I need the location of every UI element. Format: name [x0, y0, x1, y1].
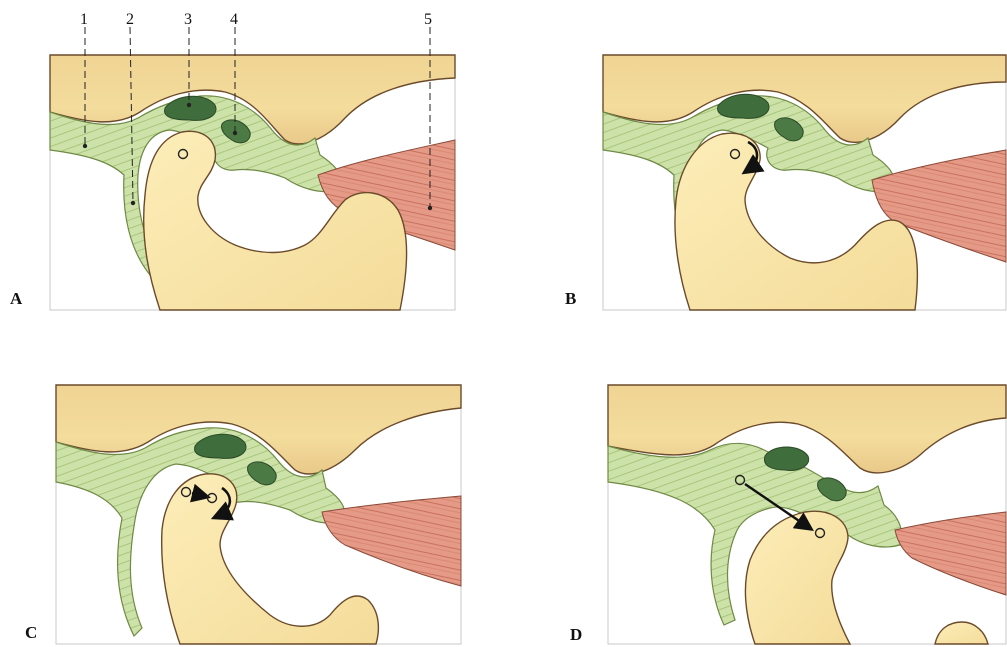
articular-disc: [764, 447, 808, 470]
panel-c: C: [25, 385, 461, 644]
panel-b: B: [565, 55, 1006, 310]
callout-1: 1: [80, 11, 88, 28]
callout-3: 3: [184, 11, 192, 28]
callout-4: 4: [230, 11, 238, 28]
panel-letter-a: A: [10, 289, 23, 308]
panel-letter-b: B: [565, 289, 576, 308]
callout-5: 5: [424, 11, 432, 28]
panel-a: 1 2 3 4 5 A: [10, 11, 455, 310]
panel-letter-d: D: [570, 625, 582, 644]
panel-d: D: [570, 385, 1006, 644]
callout-2: 2: [126, 11, 134, 28]
panel-letter-c: C: [25, 623, 37, 642]
